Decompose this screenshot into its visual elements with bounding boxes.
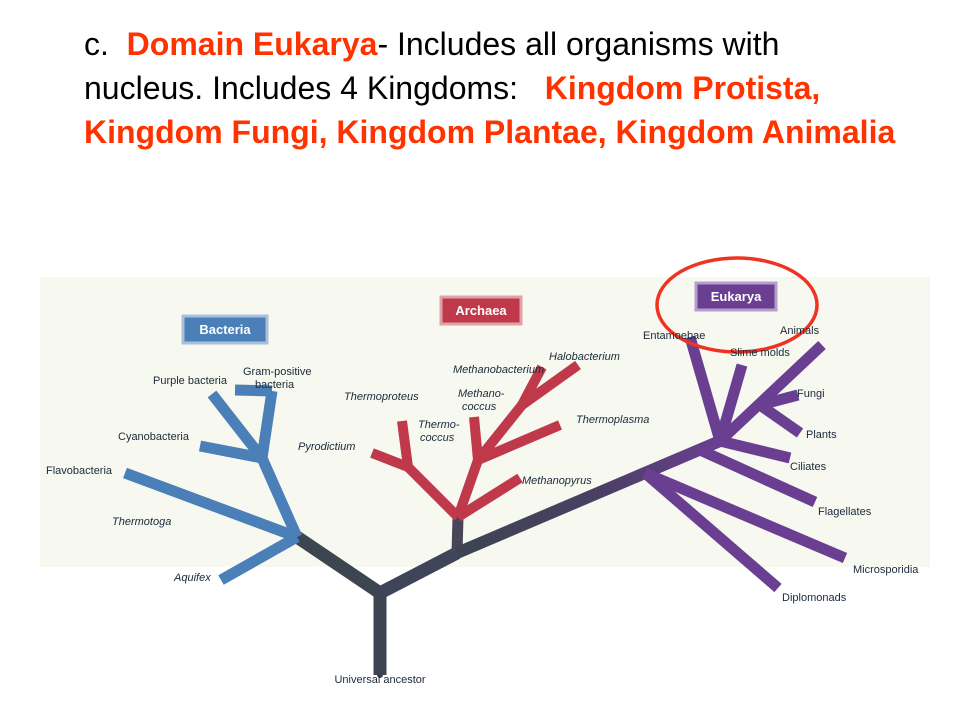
domain-bacteria-label: Bacteria [181,314,269,345]
leaf-ciliates: Ciliates [790,461,827,473]
leaf-thermoproteus: Thermoproteus [344,391,419,403]
leaf-gram-positive: Gram-positive [243,366,311,378]
trunk-branches [293,435,723,675]
leaf-thermotoga: Thermotoga [112,516,171,528]
heading-dash: - [377,26,389,62]
archaea-leaf-labels: Halobacterium Methanobacterium Thermopro… [298,351,649,487]
leaf-methanobacterium: Methanobacterium [453,364,544,376]
leaf-flagellates: Flagellates [818,506,872,518]
slide-heading: c. Domain Eukarya- Includes all organism… [84,22,904,154]
heading-domain: Domain Eukarya [126,26,378,62]
heading-description: Includes all organisms with nucleus. Inc… [84,26,780,106]
leaf-entamoebae: Entamoebae [643,330,705,342]
leaf-pyrodictium: Pyrodictium [298,441,355,453]
eukarya-highlight-circle [655,256,819,354]
eukarya-leaf-labels: Entamoebae Slime molds Animals Fungi Pla… [643,325,919,604]
leaf-fungi: Fungi [797,388,825,400]
eukarya-branches [641,335,848,593]
leaf-cyanobacteria: Cyanobacteria [118,431,190,443]
domain-archaea-label: Archaea [439,295,523,326]
svg-text:Bacteria: Bacteria [199,322,251,337]
leaf-animals: Animals [780,325,820,337]
bacteria-leaf-labels: Purple bacteria Gram-positive bacteria C… [46,366,311,584]
leaf-diplomonads: Diplomonads [782,592,847,604]
phylogenetic-tree-diagram: Bacteria Archaea Eukarya Purple bacteria… [40,256,930,686]
leaf-plants: Plants [806,429,837,441]
eukarya-stem [454,435,723,559]
leaf-gram-positive-2: bacteria [255,379,295,391]
leaf-methanococcus-2: coccus [462,401,497,413]
heading-kingdoms: Kingdom Protista, Kingdom Fungi, Kingdom… [84,70,896,150]
leaf-aquifex: Aquifex [173,572,211,584]
leaf-purple-bacteria: Purple bacteria [153,375,228,387]
leaf-microsporidia: Microsporidia [853,564,919,576]
root-node [377,672,383,678]
svg-text:Archaea: Archaea [455,303,507,318]
svg-text:Eukarya: Eukarya [711,289,762,304]
leaf-thermococcus-2: coccus [420,432,455,444]
leaf-thermococcus: Thermo- [418,419,460,431]
central-trunk [377,547,460,599]
leaf-halobacterium: Halobacterium [549,351,620,363]
bacteria-stem [293,531,384,599]
archaea-branches [370,360,581,522]
leaf-methanococcus: Methano- [458,388,505,400]
bacteria-branches [123,384,303,585]
leaf-slime-molds: Slime molds [730,347,790,359]
leaf-flavobacteria: Flavobacteria [46,465,113,477]
heading-prefix: c. [84,26,109,62]
leaf-methanopyrus: Methanopyrus [522,475,592,487]
domain-eukarya-label: Eukarya [694,281,778,312]
leaf-thermoplasma: Thermoplasma [576,414,649,426]
universal-ancestor-label: Universal ancestor [334,674,425,686]
